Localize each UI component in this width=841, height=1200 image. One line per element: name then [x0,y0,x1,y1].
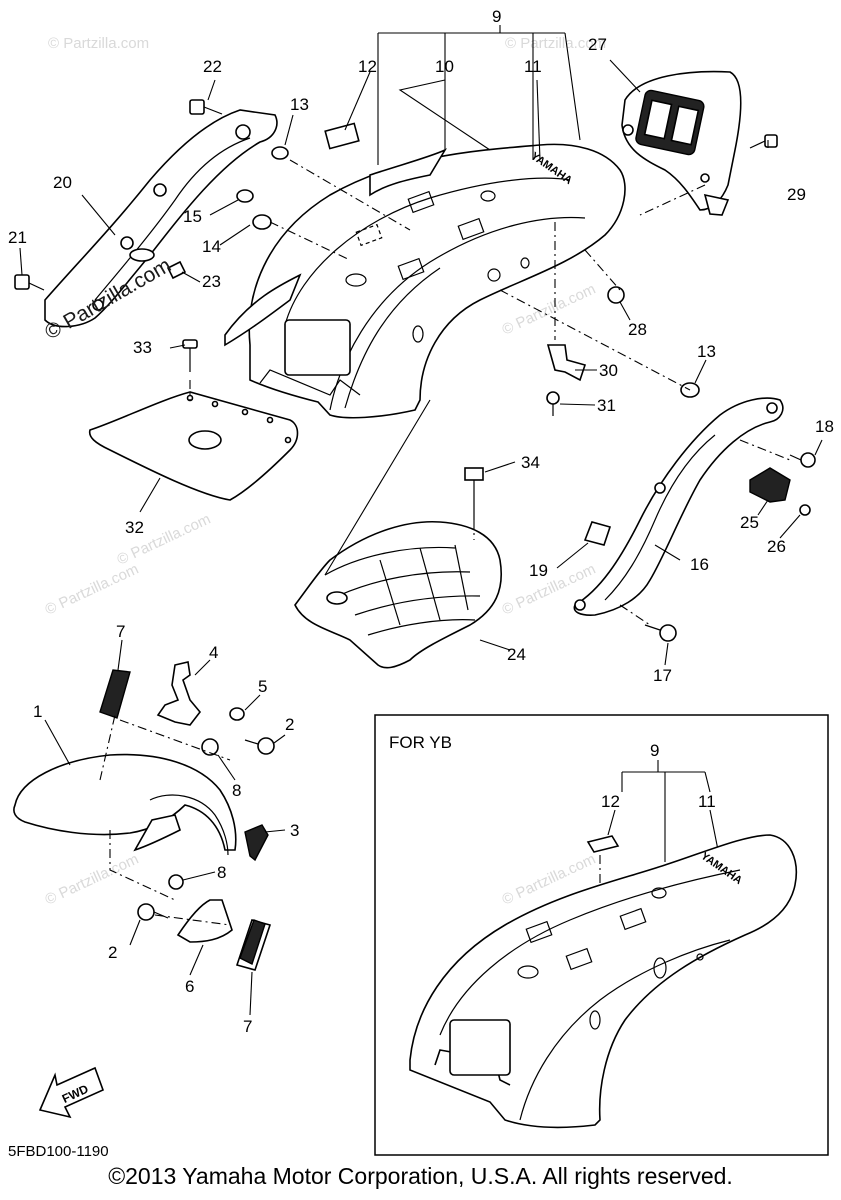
callout-34: 34 [521,453,540,472]
callout-2b: 2 [108,943,117,962]
front-bracket [156,661,202,726]
callout-9: 9 [492,7,501,26]
rear-fender: YAMAHA [224,122,626,419]
callout-6: 6 [185,977,194,996]
callout-17: 17 [653,666,672,685]
watermark: © Partzilla.com [500,281,599,339]
callout-22: 22 [203,57,222,76]
callout-25: 25 [740,513,759,532]
inset-callout-9: 9 [650,741,659,760]
callout-13a: 13 [290,95,309,114]
callout-8a: 8 [232,781,241,800]
callout-18: 18 [815,417,834,436]
diagram-code: 5FBD100-1190 [8,1143,109,1160]
fasteners [14,99,816,921]
reflector-top [99,669,131,719]
callout-26: 26 [767,537,786,556]
fwd-arrow-icon: FWD [38,1066,105,1119]
callout-1: 1 [33,702,42,721]
callout-24: 24 [507,645,526,664]
leader-lines [19,25,823,1016]
mud-flap [88,391,299,501]
callout-8b: 8 [217,863,226,882]
callout-7a: 7 [116,622,125,641]
callout-31: 31 [597,396,616,415]
lower-bracket [176,899,233,943]
inset-label: FOR YB [389,733,452,752]
alignment-lines [99,159,791,926]
callout-14: 14 [202,237,221,256]
callout-33: 33 [133,338,152,357]
watermark: © Partzilla.com [43,561,142,619]
callout-12: 12 [358,57,377,76]
callout-21: 21 [8,228,27,247]
callout-7b: 7 [243,1017,252,1036]
callout-5: 5 [258,677,267,696]
callout-27: 27 [588,35,607,54]
callout-2a: 2 [285,715,294,734]
callout-23: 23 [202,272,221,291]
callout-10: 10 [435,57,454,76]
callout-32: 32 [125,518,144,537]
watermark: © Partzilla.com [505,35,606,52]
callout-15: 15 [183,207,202,226]
callout-4: 4 [209,643,218,662]
callout-16: 16 [690,555,709,574]
callout-13b: 13 [697,342,716,361]
inset-callout-11: 11 [698,792,716,811]
watermark: © Partzilla.com [43,851,142,909]
copyright-notice: ©2013 Yamaha Motor Corporation, U.S.A. A… [108,1163,733,1189]
reflector-bottom [235,919,272,971]
watermark: © Partzilla.com [48,35,149,52]
front-fender [13,753,237,856]
callout-29: 29 [787,185,806,204]
inset-yb: YAMAHA 9 12 11 [374,714,829,1156]
left-bracket [44,109,278,328]
callout-19: 19 [529,561,548,580]
part-3-bracket [244,824,269,862]
callout-20: 20 [53,173,72,192]
callout-28: 28 [628,320,647,339]
right-bracket [573,397,784,616]
callout-numbers: 9 12 10 11 27 22 13 20 15 14 21 23 29 28… [8,7,834,1036]
callout-11: 11 [524,57,542,76]
tail-light [621,70,742,216]
inner-fender [294,520,502,669]
inset-callout-12: 12 [601,792,620,811]
callout-30: 30 [599,361,618,380]
callout-3: 3 [290,821,299,840]
